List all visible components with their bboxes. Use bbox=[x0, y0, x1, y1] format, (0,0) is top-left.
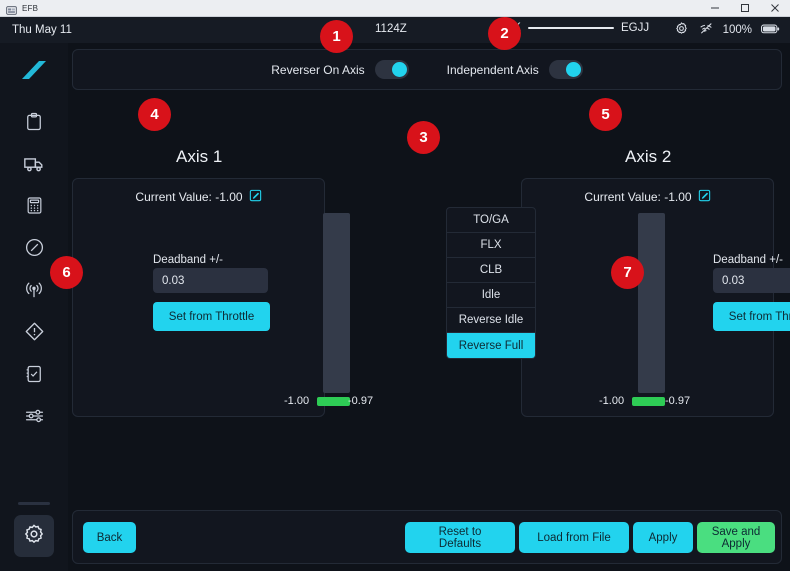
left-sidebar bbox=[0, 43, 68, 571]
sidebar-item-settings[interactable] bbox=[14, 515, 54, 557]
axis1-slider-min-label: -1.00 bbox=[284, 395, 310, 407]
annotation-marker-4: 4 bbox=[138, 98, 171, 131]
truck-icon bbox=[23, 153, 45, 180]
annotation-marker-2: 2 bbox=[488, 17, 521, 50]
axis1-panel: Current Value: -1.00 bbox=[72, 178, 325, 417]
sidebar-item-dispatch[interactable] bbox=[14, 103, 54, 145]
wifi-off-icon[interactable] bbox=[698, 21, 714, 39]
status-date: Thu May 11 bbox=[12, 24, 72, 36]
save-and-apply-button[interactable]: Save and Apply bbox=[697, 522, 775, 553]
sidebar-item-checklists[interactable] bbox=[14, 355, 54, 397]
broadcast-icon bbox=[23, 280, 45, 305]
axis2-slider-min-label: -1.00 bbox=[599, 395, 625, 407]
annotation-marker-7: 7 bbox=[611, 256, 644, 289]
reverser-on-axis-switch[interactable] bbox=[374, 60, 409, 79]
detent-list: TO/GA FLX CLB Idle Reverse Idle Reverse … bbox=[446, 207, 536, 359]
axis2-slider-indicator bbox=[632, 397, 665, 406]
battery-icon bbox=[760, 23, 780, 38]
calculator-icon bbox=[25, 195, 44, 221]
axis1-set-from-throttle-button[interactable]: Set from Throttle bbox=[153, 302, 270, 331]
axis2-slider-max-label: -0.97 bbox=[665, 395, 691, 407]
axis1-deadband-input[interactable] bbox=[153, 268, 268, 293]
app-window-icon bbox=[6, 3, 17, 15]
tail-fin-logo bbox=[20, 60, 48, 87]
axis1-title: Axis 1 bbox=[176, 147, 223, 166]
clipboard-icon bbox=[24, 112, 44, 137]
detent-idle[interactable]: Idle bbox=[447, 283, 535, 308]
checklist-icon bbox=[24, 364, 44, 389]
sidebar-bottom-group bbox=[14, 502, 54, 571]
axis1-deadband-label: Deadband +/- bbox=[153, 254, 224, 266]
independent-axis-toggle-group: Independent Axis bbox=[447, 60, 583, 79]
sidebar-item-presets[interactable] bbox=[14, 397, 54, 439]
axis1-slider-indicator bbox=[317, 397, 350, 406]
detent-reverse-full[interactable]: Reverse Full bbox=[447, 333, 535, 358]
route-indicator: CK EGJJ bbox=[505, 22, 649, 34]
switch-knob bbox=[565, 62, 581, 77]
axis2-current-value-label: Current Value: -1.00 bbox=[584, 190, 692, 204]
axis2-title: Axis 2 bbox=[625, 147, 672, 166]
gear-icon bbox=[23, 523, 45, 550]
battery-percent-label: 100% bbox=[722, 24, 752, 36]
reset-to-defaults-button[interactable]: Reset to Defaults bbox=[405, 522, 515, 553]
apply-button[interactable]: Apply bbox=[633, 522, 693, 553]
annotation-marker-5: 5 bbox=[589, 98, 622, 131]
edit-square-icon[interactable] bbox=[698, 189, 711, 205]
axis1-current-value: Current Value: -1.00 bbox=[73, 189, 324, 205]
independent-axis-label: Independent Axis bbox=[446, 62, 539, 77]
axis1-current-value-label: Current Value: -1.00 bbox=[135, 190, 243, 204]
gear-icon[interactable] bbox=[674, 21, 689, 39]
window-minimize-button[interactable] bbox=[700, 0, 730, 17]
detent-clb[interactable]: CLB bbox=[447, 258, 535, 283]
window-close-button[interactable] bbox=[760, 0, 790, 17]
sidebar-item-ground-services[interactable] bbox=[14, 145, 54, 187]
route-line bbox=[527, 27, 614, 29]
status-bar-right-group: 100% bbox=[674, 17, 780, 43]
sidebar-item-atc[interactable] bbox=[14, 271, 54, 313]
axis1-slider-track[interactable] bbox=[323, 213, 350, 393]
annotation-marker-6: 6 bbox=[50, 256, 83, 289]
sidebar-item-failures[interactable] bbox=[14, 313, 54, 355]
reverser-on-axis-label: Reverser On Axis bbox=[271, 62, 365, 77]
independent-axis-switch[interactable] bbox=[548, 60, 583, 79]
options-panel: Reverser On Axis Independent Axis bbox=[72, 49, 782, 90]
action-bar: Back Reset to Defaults Load from File Ap… bbox=[72, 510, 782, 564]
efb-status-bar: Thu May 11 1124Z CK EGJJ bbox=[0, 17, 790, 43]
window-maximize-button[interactable] bbox=[730, 0, 760, 17]
route-destination: EGJJ bbox=[620, 22, 650, 34]
axis1-slider-max-label: -0.97 bbox=[348, 395, 374, 407]
detent-reverse-idle[interactable]: Reverse Idle bbox=[447, 308, 535, 333]
window-title: EFB bbox=[22, 3, 39, 13]
edit-square-icon[interactable] bbox=[249, 189, 262, 205]
sliders-icon bbox=[23, 406, 46, 431]
warning-diamond-icon bbox=[24, 321, 45, 347]
axis2-current-value: Current Value: -1.00 bbox=[522, 189, 773, 205]
sidebar-item-performance[interactable] bbox=[14, 187, 54, 229]
axis2-slider-track[interactable] bbox=[638, 213, 665, 393]
load-from-file-button[interactable]: Load from File bbox=[519, 522, 629, 553]
back-button[interactable]: Back bbox=[83, 522, 136, 553]
detent-flx[interactable]: FLX bbox=[447, 233, 535, 258]
annotation-marker-3: 3 bbox=[407, 121, 440, 154]
annotation-marker-1: 1 bbox=[320, 20, 353, 53]
detent-togg[interactable]: TO/GA bbox=[447, 208, 535, 233]
sidebar-item-navigation[interactable] bbox=[14, 229, 54, 271]
switch-knob bbox=[391, 62, 407, 77]
throttle-calibration-page: Reverser On Axis Independent Axis Axis 1… bbox=[68, 43, 790, 571]
status-zulu-time: 1124Z bbox=[375, 23, 407, 35]
reverser-on-axis-toggle-group: Reverser On Axis bbox=[271, 60, 409, 79]
axis2-deadband-label: Deadband +/- bbox=[713, 254, 784, 266]
axis2-set-from-throttle-button[interactable]: Set from Throttle bbox=[713, 302, 790, 331]
window-title-bar: EFB bbox=[0, 0, 790, 17]
sidebar-divider bbox=[18, 502, 50, 505]
compass-icon bbox=[24, 237, 45, 263]
axis2-deadband-input[interactable] bbox=[713, 268, 790, 293]
